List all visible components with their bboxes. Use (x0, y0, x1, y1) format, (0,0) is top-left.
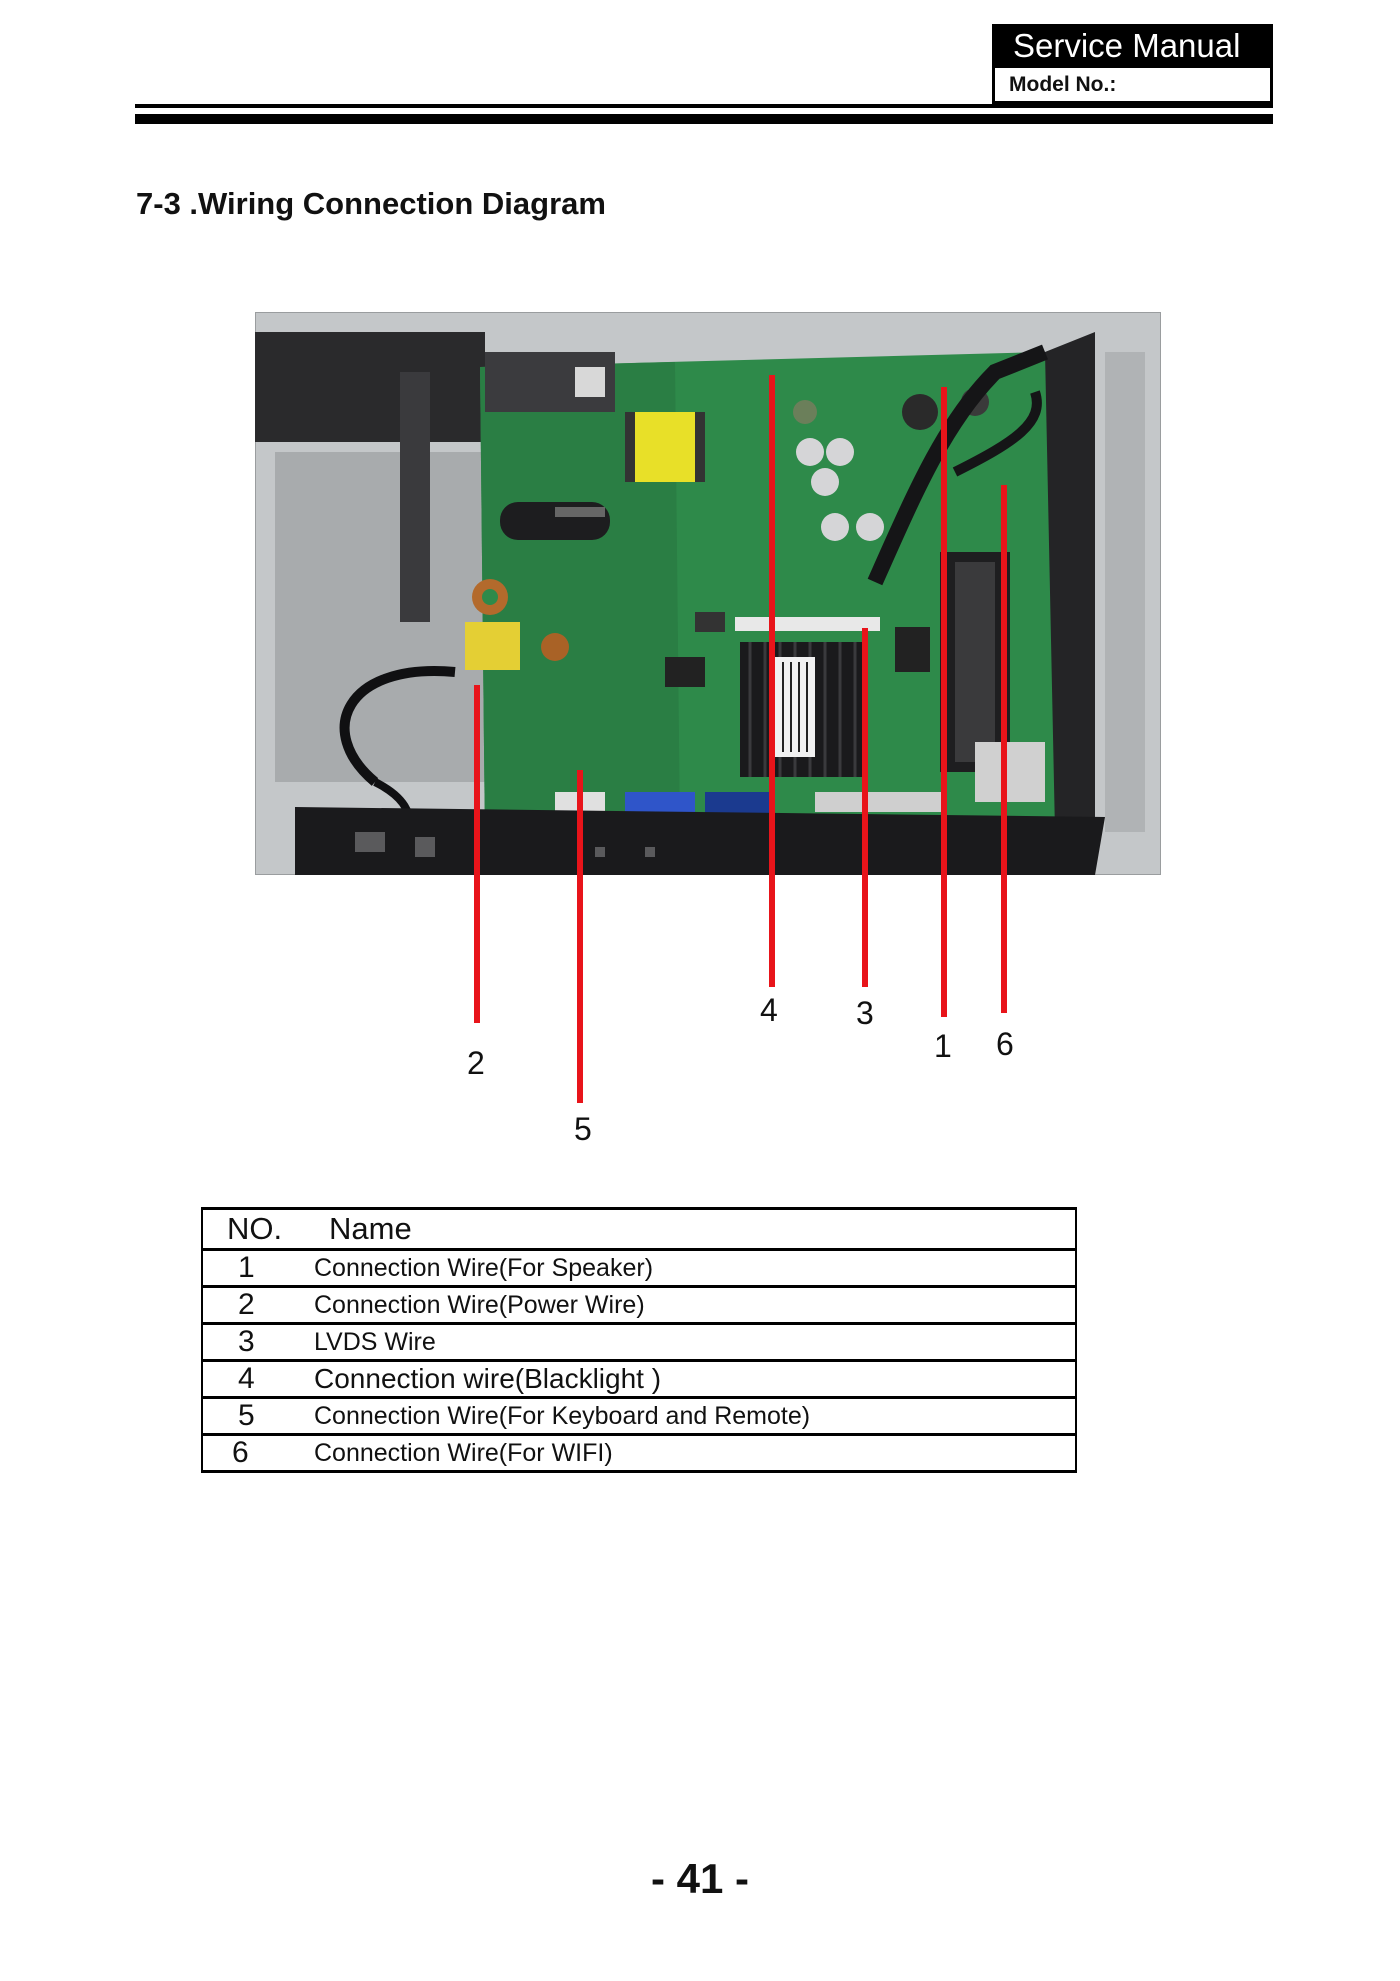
table-row: 6 Connection Wire(For WIFI) (201, 1433, 1077, 1473)
row-name: LVDS Wire (314, 1322, 1077, 1362)
row-name: Connection Wire(Power Wire) (314, 1285, 1077, 1325)
parts-table: NO. Name 1 Connection Wire(For Speaker) … (201, 1207, 1077, 1473)
callout-lines (474, 375, 1007, 1103)
header-rule-thick (135, 114, 1273, 124)
row-name: Connection wire(Blacklight ) (314, 1359, 1077, 1399)
callout-number-3: 3 (856, 995, 874, 1031)
model-number-label: Model No.: (995, 65, 1270, 101)
row-number: 3 (201, 1322, 314, 1362)
row-number: 5 (201, 1396, 314, 1436)
row-name: Connection Wire(For Keyboard and Remote) (314, 1396, 1077, 1436)
table-row: 5 Connection Wire(For Keyboard and Remot… (201, 1396, 1077, 1436)
row-number: 2 (201, 1285, 314, 1325)
table-row: 3 LVDS Wire (201, 1322, 1077, 1362)
board-photo (255, 312, 1161, 875)
page-number: - 41 - (650, 1855, 750, 1902)
row-name: Connection Wire(For Speaker) (314, 1248, 1077, 1288)
section-title: 7-3 .Wiring Connection Diagram (136, 186, 606, 221)
table-row: 4 Connection wire(Blacklight ) (201, 1359, 1077, 1399)
header-title: Service Manual (995, 27, 1270, 65)
row-number: 1 (201, 1248, 314, 1288)
table-header-row: NO. Name (201, 1207, 1077, 1251)
callout-number-2: 2 (467, 1045, 485, 1081)
header-rule-thin (135, 104, 1273, 108)
row-name: Connection Wire(For WIFI) (314, 1433, 1077, 1473)
column-header-no: NO. (201, 1207, 314, 1251)
table-row: 1 Connection Wire(For Speaker) (201, 1248, 1077, 1288)
callout-number-4: 4 (760, 992, 778, 1028)
row-number: 4 (201, 1359, 314, 1399)
callout-number-6: 6 (996, 1026, 1014, 1062)
column-header-name: Name (314, 1207, 1077, 1251)
row-number: 6 (201, 1433, 314, 1473)
header-box: Service Manual Model No.: (992, 24, 1273, 104)
table-row: 2 Connection Wire(Power Wire) (201, 1285, 1077, 1325)
callout-number-5: 5 (574, 1111, 592, 1147)
callout-number-1: 1 (934, 1028, 952, 1064)
